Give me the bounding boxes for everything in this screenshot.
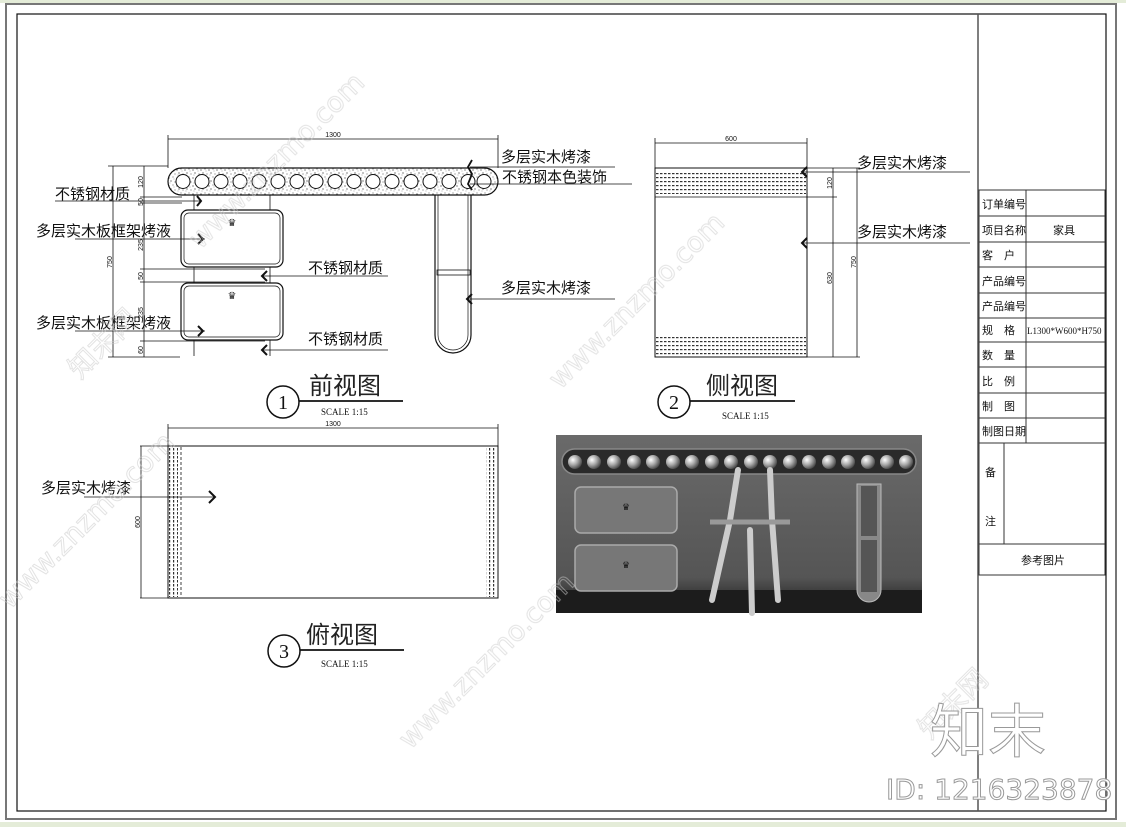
view-title-2: 2 侧视图 SCALE 1:15	[657, 372, 795, 421]
tb-label-project: 项目名称	[982, 223, 1026, 237]
watermark-diagonal: www.znzmo.com 知末网 www.znzmo.com www.znzm…	[0, 65, 995, 755]
view-title-front: 前视图	[309, 372, 381, 400]
watermark-brand: 知末	[930, 698, 1046, 766]
tb-value-project: 家具	[1053, 223, 1075, 237]
svg-text:www.znzmo.com: www.znzmo.com	[0, 426, 181, 615]
front-dim-total-height: 750	[107, 256, 114, 268]
svg-text:1: 1	[278, 392, 288, 414]
callout-top-paint: 多层实木烤漆	[501, 148, 591, 166]
callout-steel-mid: 不锈钢材质	[308, 259, 383, 277]
svg-text:SCALE 1:15: SCALE 1:15	[321, 407, 368, 417]
window-top-strip	[0, 0, 1126, 3]
svg-text:60: 60	[138, 346, 145, 354]
reference-photo: ♛ ♛	[556, 435, 922, 616]
tb-label-drafter: 制 图	[982, 400, 1015, 413]
svg-text:♛: ♛	[228, 218, 237, 229]
svg-text:50: 50	[138, 198, 145, 206]
tb-label-quantity: 数 量	[982, 349, 1015, 362]
tb-label-date: 制图日期	[982, 425, 1026, 438]
svg-text:♛: ♛	[228, 291, 237, 302]
tb-label-spec: 规 格	[982, 323, 1015, 337]
callout-steel-top: 不锈钢材质	[55, 185, 130, 203]
inner-border	[16, 13, 1107, 812]
svg-text:2: 2	[669, 392, 679, 414]
tb-remarks-1: 备	[985, 465, 996, 479]
top-dim-depth: 600	[135, 516, 142, 528]
callout-leg-paint: 多层实木烤漆	[501, 279, 591, 297]
side-dim-width: 600	[725, 136, 737, 143]
tb-label-product-no-2: 产品编号	[982, 299, 1026, 313]
side-view: 600 120 630 750 多层实木烤漆 多层实木烤漆	[654, 136, 970, 358]
tb-label-order: 订单编号	[982, 197, 1026, 211]
window-bottom-strip	[0, 822, 1126, 827]
svg-text:235: 235	[138, 307, 145, 319]
svg-text:50: 50	[138, 272, 145, 280]
view-title-top: 俯视图	[306, 621, 378, 649]
callout-side-top: 多层实木烤漆	[857, 154, 947, 172]
outer-border	[5, 3, 1117, 820]
callout-steel-deco: 不锈钢本色装饰	[502, 168, 607, 186]
tb-value-spec: L1300*W600*H750	[1027, 326, 1102, 336]
callout-steel-bottom: 不锈钢材质	[308, 330, 383, 348]
svg-text:♛: ♛	[622, 503, 630, 513]
svg-text:750: 750	[851, 256, 858, 268]
svg-text:235: 235	[138, 239, 145, 251]
svg-text:120: 120	[827, 177, 834, 189]
view-title-3: 3 俯视图 SCALE 1:15	[267, 621, 404, 669]
tb-label-client: 客 户	[982, 248, 1015, 262]
svg-text:120: 120	[138, 176, 145, 188]
svg-text:SCALE 1:15: SCALE 1:15	[722, 411, 769, 421]
top-dim-width: 1300	[325, 421, 341, 428]
tb-reference-label: 参考图片	[1021, 553, 1065, 567]
callout-frame-lower: 多层实木板框架烤液	[36, 314, 171, 332]
tb-label-product-no-1: 产品编号	[982, 274, 1026, 288]
tb-label-ratio: 比 例	[982, 374, 1015, 388]
svg-text:3: 3	[279, 641, 289, 663]
top-view: 1300 600 多层实木烤漆	[41, 421, 499, 599]
svg-text:630: 630	[827, 272, 834, 284]
callout-frame-upper: 多层实木板框架烤液	[36, 222, 171, 240]
callout-side-body: 多层实木烤漆	[857, 223, 947, 241]
tb-remarks-2: 注	[985, 514, 996, 528]
view-title-side: 侧视图	[706, 372, 778, 400]
front-view: 1300 ♛ ♛ 750	[36, 132, 632, 358]
svg-text:SCALE 1:15: SCALE 1:15	[321, 659, 368, 669]
watermark-id: ID: 1216323878	[886, 773, 1112, 806]
callout-top-surface: 多层实木烤漆	[41, 479, 131, 497]
title-block-text: 订单编号 项目名称 家具 客 户 产品编号 产品编号 规 格 L1300*W60…	[982, 197, 1102, 567]
svg-text:♛: ♛	[622, 561, 630, 571]
front-dim-width: 1300	[325, 132, 341, 139]
view-title-1: 1 前视图 SCALE 1:15	[266, 372, 403, 419]
title-block	[978, 189, 1106, 576]
